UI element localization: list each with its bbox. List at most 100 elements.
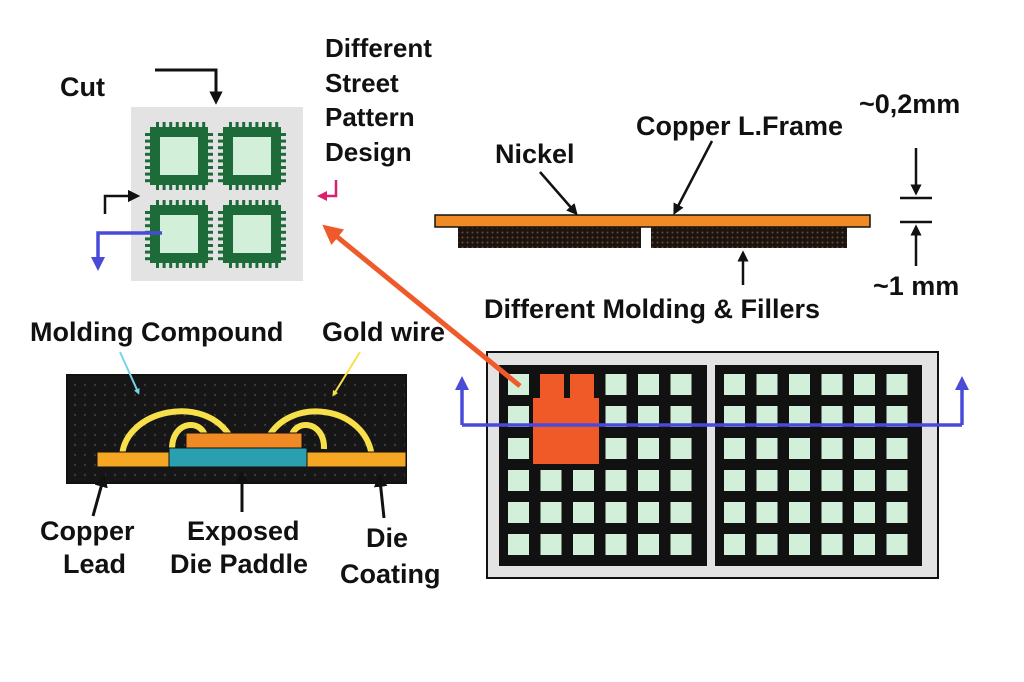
qfn-pin: [242, 185, 246, 190]
qfn-pin: [182, 185, 186, 190]
qfn-pad: [160, 215, 198, 253]
qfn-unit: [145, 122, 213, 190]
qfn-pin: [229, 263, 232, 268]
qfn-pin: [262, 263, 265, 268]
lead-pad: [605, 374, 627, 395]
qfn-pin: [162, 263, 166, 268]
qfn-pin: [248, 122, 252, 127]
qfn-pin: [281, 166, 286, 169]
molding-fillers-label: Different Molding & Fillers: [484, 294, 820, 324]
qfn-pin: [208, 139, 213, 143]
lead-pad: [605, 470, 627, 491]
qfn-pin: [281, 244, 286, 247]
lead-pad: [605, 406, 627, 427]
qfn-pin: [218, 146, 223, 150]
qfn-pin: [218, 159, 223, 163]
qfn-pin: [189, 263, 192, 268]
qfn-pin: [145, 217, 150, 221]
thickness-bottom-label: ~1 mm: [873, 271, 959, 301]
lead-pad: [789, 406, 810, 427]
qfn-pin: [189, 200, 192, 205]
molding-compound-label: Molding Compound: [30, 317, 283, 347]
qfn-pin: [281, 159, 286, 163]
qfn-pin: [235, 200, 239, 205]
lead-pad: [789, 534, 810, 555]
lead-pad: [638, 534, 659, 555]
lead-pad: [789, 502, 810, 523]
qfn-pin: [156, 122, 159, 127]
strip-cut-line-icon: [455, 376, 969, 427]
lead-pad: [821, 438, 843, 459]
lead-pad: [886, 470, 908, 491]
lead-pad: [756, 406, 778, 427]
copper-lead-arrow-icon: [91, 473, 108, 517]
qfn-pin: [248, 263, 252, 268]
lead-pad: [854, 502, 875, 523]
gold-wire-outer-left: [119, 408, 234, 458]
qfn-pad: [233, 215, 271, 253]
strip-block-right: [715, 365, 922, 566]
qfn-pin: [169, 263, 173, 268]
street-arrow-icon: [103, 189, 141, 214]
lead-pad: [886, 406, 908, 427]
lead-pad: [886, 502, 908, 523]
street-pattern-panel: [131, 107, 303, 281]
return-arrow-icon: [317, 180, 338, 201]
qfn-pin: [248, 200, 252, 205]
lead-pad: [638, 470, 659, 491]
qfn-pad: [160, 137, 198, 175]
qfn-pin: [208, 237, 213, 241]
lead-pad: [854, 438, 875, 459]
qfn-pin: [262, 122, 265, 127]
qfn-pin: [268, 185, 272, 190]
qfn-cross-section: [66, 374, 407, 484]
lead-pad: [724, 406, 745, 427]
lead-pad: [756, 438, 778, 459]
qfn-pin: [255, 200, 259, 205]
lead-pad: [724, 534, 745, 555]
exposed-die-paddle: [168, 447, 308, 468]
highlighted-unit-body: [533, 398, 599, 464]
lead-pad: [756, 374, 778, 395]
qfn-pin: [208, 217, 213, 221]
copper-lead-left: [96, 451, 180, 468]
copper-lead-label-line1: Copper: [40, 516, 135, 546]
lead-pad: [573, 502, 594, 523]
street-pattern-label-line1: Different: [325, 33, 432, 63]
die-coating-label-line1: Die: [366, 523, 408, 553]
qfn-pin: [162, 200, 166, 205]
qfn-pin: [242, 263, 246, 268]
qfn-pin: [255, 263, 259, 268]
qfn-pin: [218, 172, 223, 176]
lead-pad: [724, 438, 745, 459]
qfn-pin: [208, 133, 213, 136]
qfn-pin: [235, 122, 239, 127]
qfn-unit-group: [145, 122, 286, 268]
lead-pad: [638, 406, 659, 427]
qfn-pin: [218, 224, 223, 228]
lead-pad: [886, 374, 908, 395]
qfn-pin: [208, 257, 213, 261]
cut-arrow-icon: [155, 68, 223, 105]
street-cut-blue-arrow-icon: [91, 231, 162, 271]
copper-frame-label: Copper L.Frame: [636, 111, 843, 141]
lead-pad: [789, 438, 810, 459]
qfn-pin: [275, 200, 279, 205]
lead-pad: [540, 534, 562, 555]
lead-pad: [789, 374, 810, 395]
copper-leadframe-strip: [434, 214, 871, 228]
qfn-pin: [202, 185, 206, 190]
qfn-pin: [162, 122, 166, 127]
lead-pad: [821, 470, 843, 491]
qfn-pin: [208, 146, 213, 150]
lead-pad: [756, 534, 778, 555]
qfn-pin: [281, 257, 286, 261]
qfn-pin: [248, 185, 252, 190]
lead-pad: [605, 534, 627, 555]
highlighted-unit: [533, 374, 599, 464]
qfn-pin: [281, 139, 286, 143]
leadframe-cross-section: [434, 214, 871, 248]
qfn-pin: [218, 179, 223, 183]
lead-pad: [854, 534, 875, 555]
lead-pad: [670, 406, 692, 427]
